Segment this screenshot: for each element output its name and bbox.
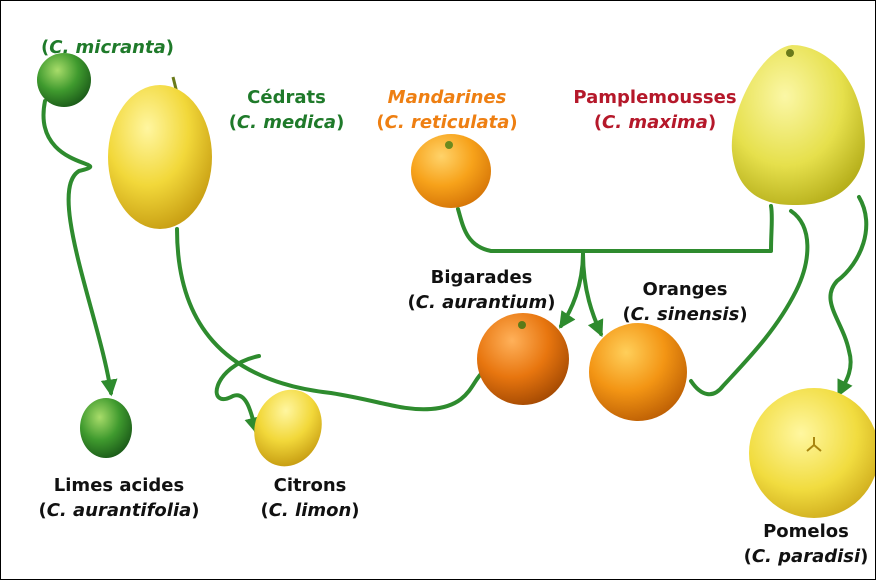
limes-scientific-name: C. aurantifolia bbox=[47, 500, 192, 521]
bigarade-fruit bbox=[477, 313, 569, 405]
micranta-fruit bbox=[37, 53, 91, 107]
citrons-common-name: Citrons bbox=[251, 473, 369, 498]
citrons-scientific-name: C. limon bbox=[269, 500, 352, 521]
cedrat-fruit bbox=[108, 77, 212, 229]
arrow-cedrats-to-citrons bbox=[177, 229, 484, 431]
arrow-micranta-to-limes bbox=[44, 101, 111, 393]
citron-fruit bbox=[244, 380, 333, 476]
pomelos-scientific-name: C. paradisi bbox=[752, 546, 860, 567]
arrow-mandarines-to-hybrids bbox=[458, 206, 772, 251]
bigarades-common-name: Bigarades bbox=[399, 265, 564, 290]
bigarades-label: Bigarades (C. aurantium) bbox=[399, 265, 564, 315]
bigarades-scientific-name: C. aurantium bbox=[416, 292, 547, 313]
limes-common-name: Limes acides bbox=[31, 473, 207, 498]
arrow-to-oranges bbox=[583, 253, 601, 334]
oranges-scientific-name: C. sinensis bbox=[631, 304, 740, 325]
mandarines-label: Mandarines (C. reticulata) bbox=[367, 85, 527, 135]
limes-label: Limes acides (C. aurantifolia) bbox=[31, 473, 207, 523]
pamplemousses-scientific-name: C. maxima bbox=[602, 112, 708, 133]
pamplemousses-label: Pamplemousses (C. maxima) bbox=[561, 85, 749, 135]
oranges-common-name: Oranges bbox=[611, 277, 759, 302]
cedrats-scientific-name: C. medica bbox=[237, 112, 336, 133]
cedrats-common-name: Cédrats bbox=[219, 85, 354, 110]
lime-fruit bbox=[80, 398, 132, 458]
pamplemousses-common-name: Pamplemousses bbox=[561, 85, 749, 110]
arrow-to-bigarades bbox=[561, 253, 583, 326]
micranta-scientific-name: C. micranta bbox=[49, 37, 166, 58]
pomelo-fruit bbox=[749, 388, 875, 518]
micranta-label: (C. micranta) bbox=[41, 35, 174, 60]
oranges-label: Oranges (C. sinensis) bbox=[611, 277, 759, 327]
mandarine-fruit bbox=[411, 134, 491, 208]
arrow-pamplemousses-to-pomelos bbox=[830, 197, 866, 394]
pamplemousse-fruit bbox=[732, 45, 865, 205]
mandarines-scientific-name: C. reticulata bbox=[385, 112, 510, 133]
pomelos-label: Pomelos (C. paradisi) bbox=[739, 519, 873, 569]
citrons-label: Citrons (C. limon) bbox=[251, 473, 369, 523]
mandarines-common-name: Mandarines bbox=[367, 85, 527, 110]
orange-fruit bbox=[589, 323, 687, 421]
pomelos-common-name: Pomelos bbox=[739, 519, 873, 544]
cedrats-label: Cédrats (C. medica) bbox=[219, 85, 354, 135]
